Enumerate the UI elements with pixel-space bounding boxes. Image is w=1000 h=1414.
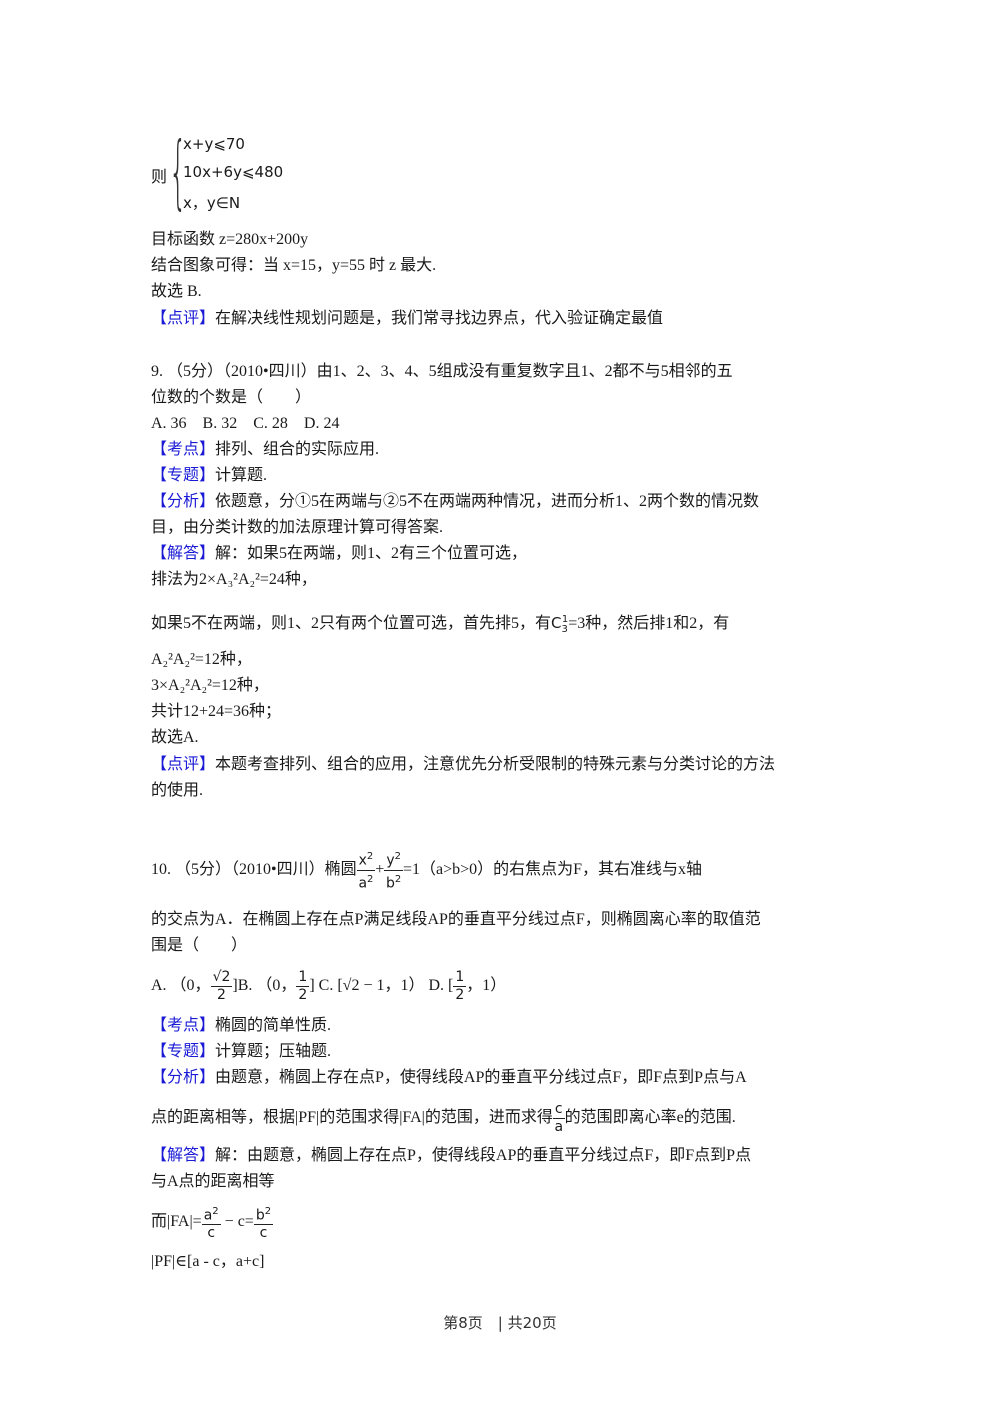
q9-stem: 位数的个数是（ ） (151, 389, 312, 406)
q9-fenxi: 目，由分类计数的加法原理计算可得答案. (151, 519, 444, 536)
q9-dianping: 【点评】本题考查排列、组合的应用，注意优先分析受限制的特殊元素与分类讨论的方法 (151, 756, 776, 773)
choice: 故选 B. (151, 283, 202, 300)
review: 【点评】在解决线性规划问题是，我们常寻找边界点，代入验证确定最值 (151, 310, 664, 327)
q9-dianping: 的使用. (151, 782, 204, 799)
q10-jieda: 【解答】解：由题意，椭圆上存在点P，使得线段AP的垂直平分线过点F，即F点到P点 (151, 1147, 752, 1164)
q9-jieda: 故选A. (151, 729, 199, 746)
system-row: x+y⩽70 (183, 135, 245, 153)
q10-kaodian: 【考点】椭圆的简单性质. (151, 1017, 332, 1034)
q10-stem: 围是（ ） (151, 937, 248, 954)
q10-zhuanti: 【专题】计算题；压轴题. (151, 1043, 332, 1060)
q9-jieda: 如果5不在两端，则1、2只有两个位置可选，首先排5，有C31=3种，然后排1和2… (151, 614, 730, 635)
q9-jieda: A₂²A₂²=12种， (151, 651, 252, 668)
combine: 结合图象可得：当 x=15，y=55 时 z 最大. (151, 257, 437, 274)
q10-stem: 的交点为A．在椭圆上存在点P满足线段AP的垂直平分线过点F，则椭圆离心率的取值范 (151, 911, 761, 928)
page-footer: 第8页 | 共20页 (443, 1314, 557, 1332)
inequality-system: 则 { x+y⩽70 10x+6y⩽480 x，y∈N (151, 130, 351, 220)
system-prefix: 则 (151, 169, 168, 186)
system-row: x，y∈N (183, 194, 241, 212)
q10-fenxi: 【分析】由题意，椭圆上存在点P，使得线段AP的垂直平分线过点F，即F点到P点与A (151, 1069, 747, 1086)
q9-options: A. 36 B. 32 C. 28 D. 24 (151, 415, 340, 432)
brace-icon: { (169, 125, 187, 218)
q10-jieda: 与A点的距离相等 (151, 1173, 275, 1190)
q9-zhuanti: 【专题】计算题. (151, 467, 268, 484)
q9-jieda: 共计12+24=36种； (151, 703, 282, 720)
review-label: 【点评】 (151, 310, 216, 327)
q9-jieda: 3×A₂²A₂²=12种， (151, 677, 269, 694)
q9-stem: 9. （5分）（2010•四川）由1、2、3、4、5组成没有重复数字且1、2都不… (151, 363, 733, 380)
q9-jieda: 排法为2×A₃²A₂²=24种， (151, 571, 317, 588)
q10-jieda: |PF|∈[a - c，a+c] (151, 1253, 265, 1270)
combination-c31: C31 (551, 614, 569, 635)
objective: 目标函数 z=280x+200y (151, 231, 309, 248)
q9-fenxi: 【分析】依题意，分①5在两端与②5不在两端两种情况，进而分析1、2两个数的情况数 (151, 493, 760, 510)
q9-jieda: 【解答】解：如果5在两端，则1、2有三个位置可选， (151, 545, 528, 562)
system-row: 10x+6y⩽480 (183, 163, 284, 181)
q9-kaodian: 【考点】排列、组合的实际应用. (151, 441, 380, 458)
